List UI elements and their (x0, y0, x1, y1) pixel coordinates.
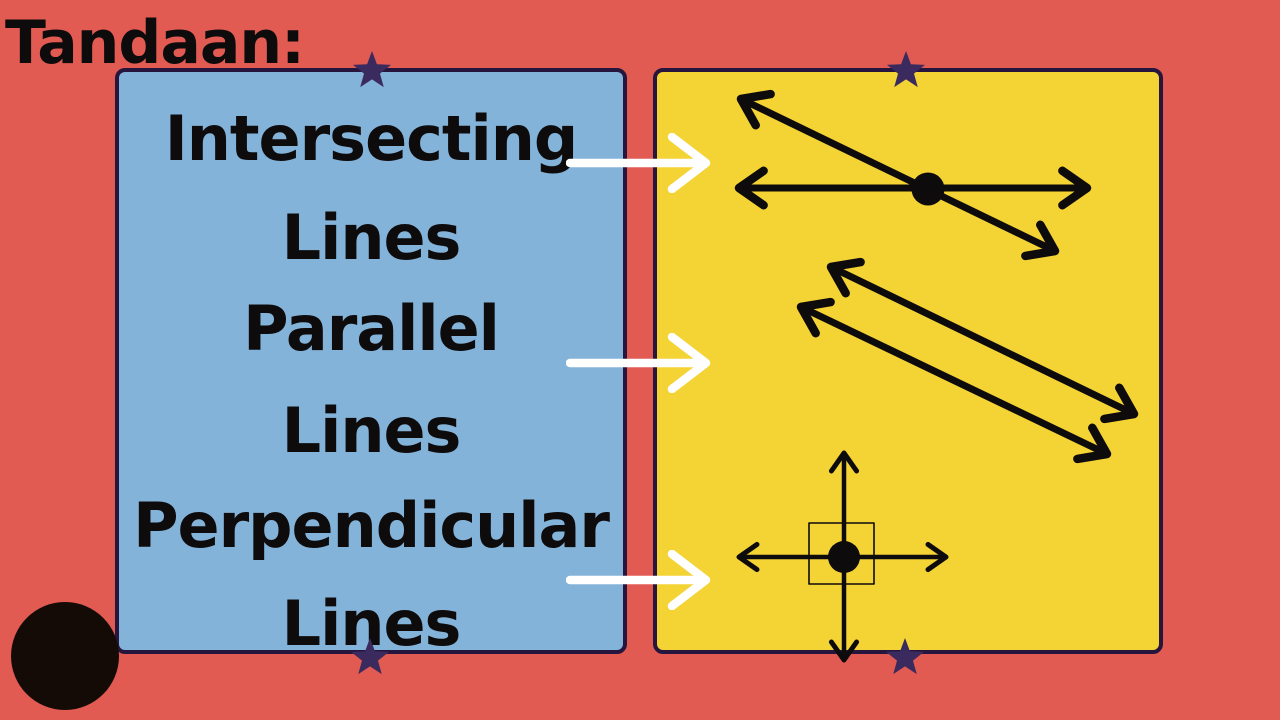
term-perpendicular-line1: Perpendicular (133, 489, 610, 562)
white-arrow-parallel-icon (566, 333, 711, 393)
right-angle-square (808, 522, 875, 585)
star-icon (885, 638, 925, 675)
perpendicular-point-dot (828, 541, 860, 573)
star-icon (352, 51, 392, 88)
terms-panel: Intersecting Lines Parallel Lines Perpen… (115, 68, 627, 660)
intersecting-lines-diagram (734, 89, 1092, 261)
white-arrow-intersecting-icon (566, 133, 711, 193)
term-intersecting-line2: Lines (281, 201, 462, 274)
diagrams-panel (653, 68, 1163, 663)
perpendicular-lines-diagram (736, 450, 949, 663)
term-parallel-line1: Parallel (243, 292, 500, 365)
parallel-lines-diagram (796, 257, 1139, 464)
line-diagrams (734, 89, 1139, 663)
star-icon (350, 638, 390, 675)
term-parallel-line2: Lines (281, 394, 462, 467)
star-icon (886, 51, 926, 88)
page-title: Tandaan: (5, 8, 305, 78)
intersection-point-dot (911, 172, 945, 206)
term-intersecting-line1: Intersecting (164, 102, 579, 175)
black-circle-decoration (11, 602, 119, 710)
white-arrow-perpendicular-icon (566, 550, 711, 610)
